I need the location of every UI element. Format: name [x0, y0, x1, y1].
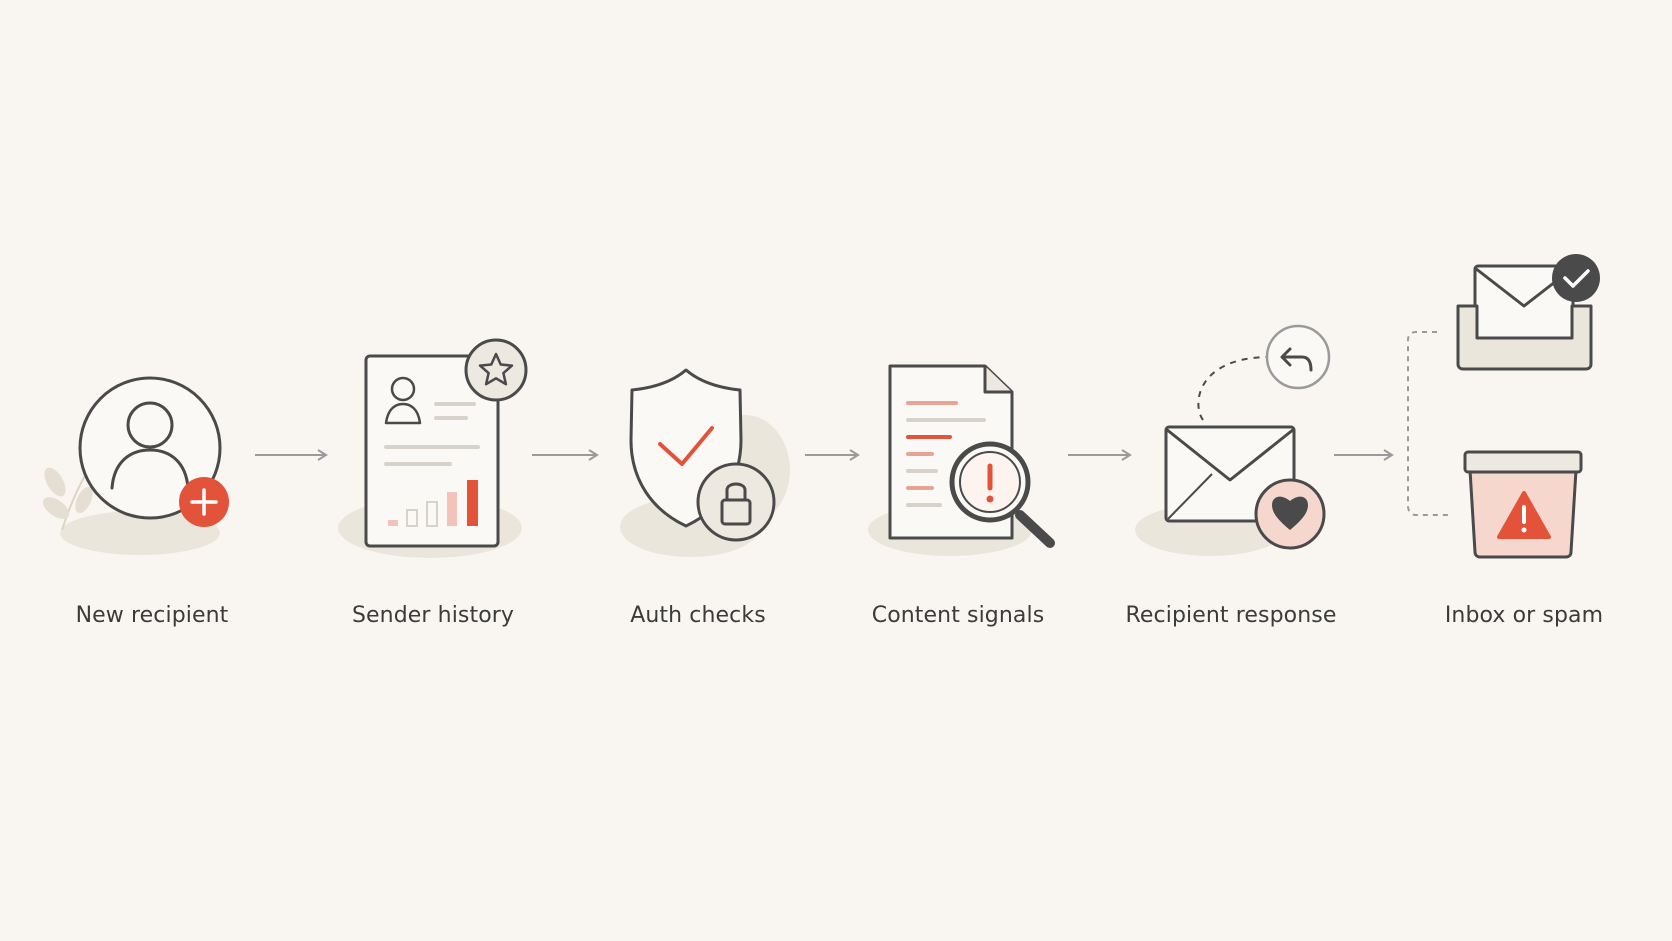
- inbox-spam-icon: [1407, 254, 1600, 559]
- person-add-icon: [42, 376, 229, 555]
- spam-bin-icon: [1463, 450, 1583, 559]
- step-label-sender-history: Sender history: [351, 603, 515, 628]
- step-label-new-recipient: New recipient: [75, 603, 229, 628]
- step-label-inbox-or-spam: Inbox or spam: [1444, 603, 1604, 628]
- document-inspect-icon: [868, 364, 1055, 556]
- inbox-tray-icon: [1456, 254, 1600, 371]
- shield-lock-icon: [620, 368, 790, 557]
- sender-profile-icon: [338, 338, 528, 558]
- step-label-recipient-response: Recipient response: [1125, 603, 1337, 628]
- step-label-auth-checks: Auth checks: [630, 603, 766, 628]
- envelope-reply-icon: [1135, 324, 1331, 556]
- step-label-content-signals: Content signals: [871, 603, 1045, 628]
